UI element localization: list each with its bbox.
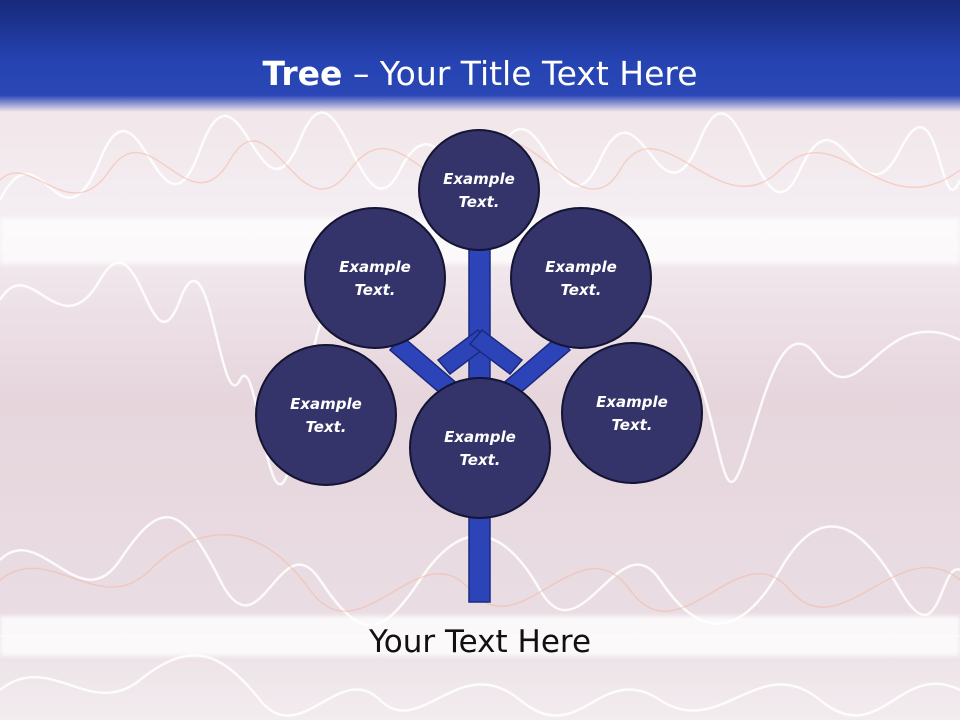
node-text-line1: Example [545, 258, 617, 276]
title-bar [0, 0, 960, 112]
node-text-line1: Example [290, 395, 362, 413]
slide-title: Tree – Your Title Text Here [0, 52, 960, 96]
node-circle [255, 344, 397, 486]
node-circle [561, 342, 703, 484]
node-text-line2: Text. [354, 281, 395, 299]
footer-text: Your Text Here [368, 624, 592, 660]
node-text-line1: Example [444, 428, 516, 446]
node-circle [510, 207, 652, 349]
node-circle [418, 129, 540, 251]
node-circle [304, 207, 446, 349]
node-text-line2: Text. [458, 193, 499, 211]
node-text-line2: Text. [459, 451, 500, 469]
node-text-line1: Example [339, 258, 411, 276]
node-circle [409, 377, 551, 519]
node-text-line1: Example [443, 170, 515, 188]
title-bold: Tree [262, 54, 343, 93]
title-rest: – Your Title Text Here [342, 54, 698, 93]
branch-upper-right [468, 328, 524, 376]
node-text-line2: Text. [305, 418, 346, 436]
node-text-line1: Example [596, 393, 668, 411]
node-text-line2: Text. [560, 281, 601, 299]
node-text-line2: Text. [611, 416, 652, 434]
